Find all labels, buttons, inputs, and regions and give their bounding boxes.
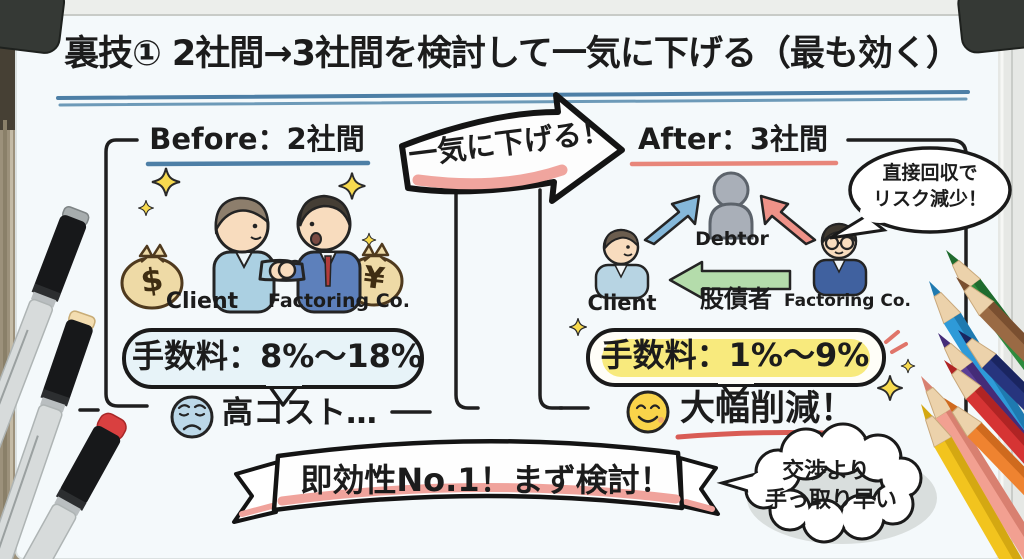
- pencil-blue: [929, 281, 1024, 559]
- banner-text: 即効性No.1！まず検討！: [300, 461, 672, 499]
- pencil-yellow: [921, 404, 1024, 559]
- after-fee-value: 手数料：1%～9%: [600, 336, 870, 374]
- after-fee-bubble: [586, 328, 908, 403]
- risk-callout-bubble: [829, 146, 1012, 240]
- ribbon-banner: [232, 438, 720, 524]
- pencil-brown: [956, 277, 1024, 559]
- marker-pen-gray: [0, 206, 90, 559]
- cloud-note-line2: 手っ取り早い: [764, 488, 897, 513]
- payment-arrow-label: 股債者: [700, 285, 772, 313]
- before-fee-value: 手数料：8%～18%: [132, 337, 423, 375]
- after-heading-underline: [629, 160, 839, 167]
- before-fee-bubble: [122, 328, 424, 407]
- cloud-note-line1: 交渉より: [782, 459, 870, 484]
- marker-pens: [0, 206, 127, 559]
- marker-pen-red: [0, 412, 127, 559]
- money-bag-dollar-icon: [120, 243, 184, 310]
- before-verdict: 高コスト…: [222, 395, 377, 431]
- transition-arrow: [399, 92, 625, 204]
- happy-face-icon: [626, 390, 670, 434]
- risk-callout-line2: リスク減少！: [872, 188, 987, 210]
- page-title: 裏技① 2社間→3社間を検討して一気に下げる（最も効く）: [64, 34, 961, 74]
- after-verdict: 大幅削減！: [680, 389, 856, 429]
- before-scene: [120, 194, 404, 314]
- after-factoring-label: Factoring Co.: [784, 291, 911, 311]
- cloud-note-bubble: [716, 422, 937, 544]
- before-heading-underline: [145, 160, 371, 167]
- corner-cap-top-left: [0, 0, 66, 54]
- marker-pen-cream: [0, 310, 96, 559]
- before-factoring-label: Factoring Co.: [268, 290, 410, 312]
- factoring-to-debtor-arrow-icon: [759, 194, 817, 246]
- pencil-orange: [944, 398, 1024, 559]
- after-scene: [594, 146, 1012, 300]
- debtor-label: Debtor: [695, 228, 769, 250]
- client-to-debtor-arrow-icon: [643, 194, 701, 246]
- payment-arrow-icon: [668, 260, 792, 300]
- corner-cap-top-right: [957, 0, 1024, 54]
- before-heading: Before：2社間: [149, 122, 365, 156]
- colored-pencils: [921, 250, 1024, 559]
- before-panel-bracket: [78, 138, 480, 414]
- emphasis-marks: [884, 330, 908, 354]
- debtor-figure: [708, 171, 754, 240]
- handshake-icon: [277, 260, 297, 280]
- after-heading: After：3社間: [637, 122, 829, 156]
- after-client-figure: [594, 228, 650, 300]
- before-factoring-figure: [268, 194, 362, 314]
- before-client-label: Client: [165, 289, 239, 314]
- pencil-salmon: [921, 376, 1024, 559]
- pencil-navy: [958, 330, 1024, 559]
- risk-callout-line1: 直接回収で: [882, 162, 978, 184]
- after-client-label: Client: [587, 291, 657, 315]
- yellow-highlight: [602, 339, 870, 377]
- pencil-red: [944, 360, 1024, 559]
- sad-face-icon: [170, 395, 214, 439]
- title-underline: [56, 90, 970, 107]
